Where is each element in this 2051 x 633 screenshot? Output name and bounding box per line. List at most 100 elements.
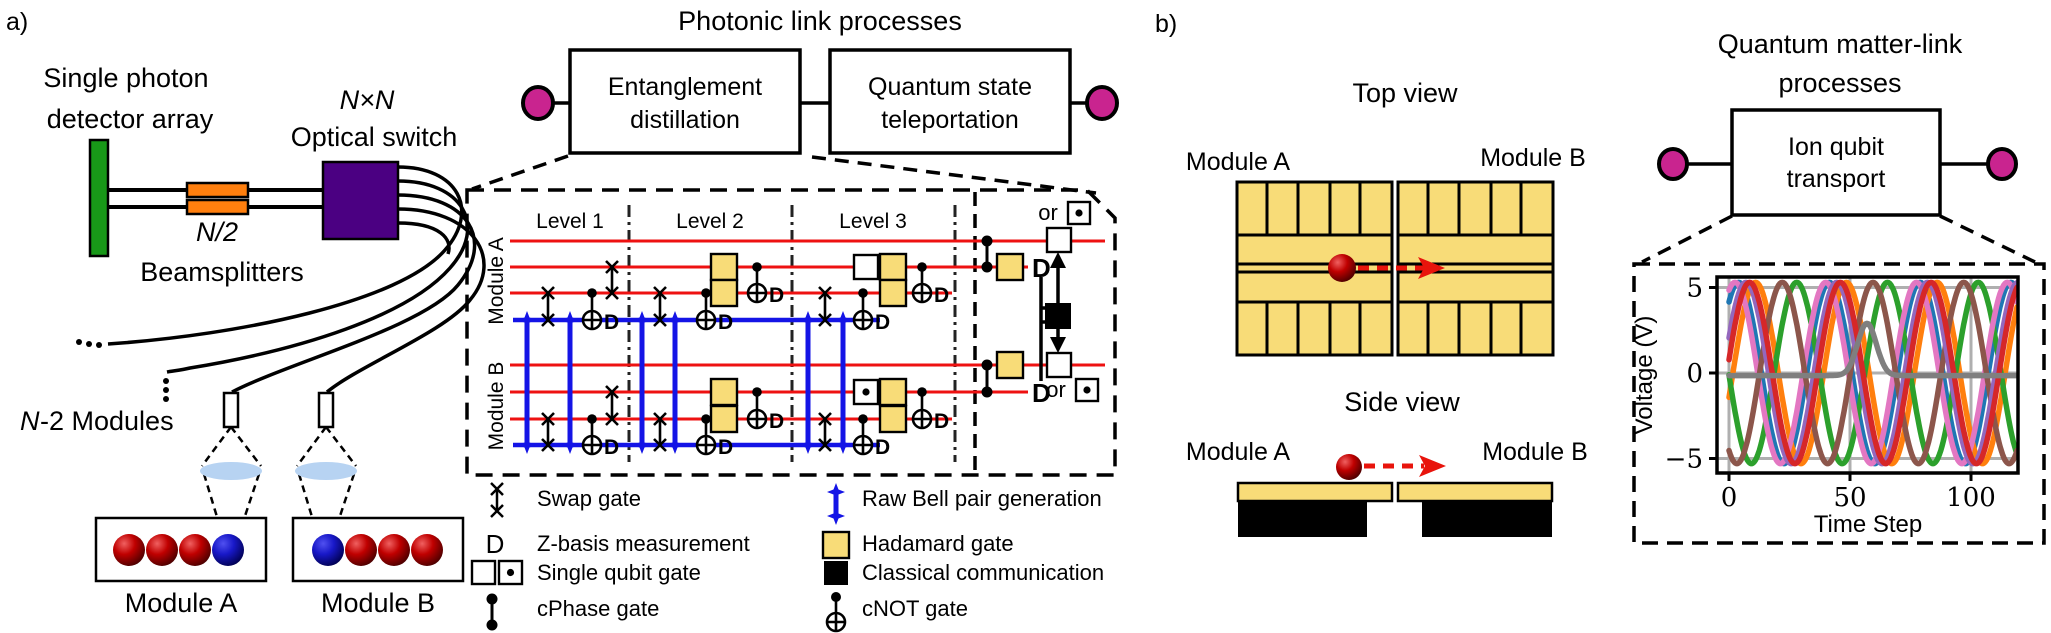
level-label: Level 1 [536, 210, 604, 233]
beamsplitter-top [185, 181, 250, 199]
z-measurement-label: D [604, 311, 619, 334]
z-measurement-label: D [718, 311, 733, 334]
raw-bell-pair [799, 311, 817, 454]
x-tick-label: 50 [1833, 483, 1866, 513]
lens-a [200, 462, 262, 480]
collimator-a [222, 391, 240, 429]
voltage-curve-green [1726, 279, 2018, 467]
z-measurement-label: D [769, 284, 784, 307]
swap-gate [818, 286, 832, 327]
raw-bell-pair [561, 311, 579, 454]
photon-port-left [521, 85, 555, 121]
legend: D Swap gate Z-basis measurement Single q… [470, 482, 1104, 633]
hadamard-gate [878, 377, 908, 407]
cnot-gate: D [581, 288, 619, 334]
single-photon-detector-array [88, 138, 110, 258]
detector-label-line1: Single photon [43, 63, 208, 93]
swap-gate [653, 412, 667, 452]
raw-bell-pair [666, 311, 684, 454]
hadamard-gate [709, 252, 739, 282]
swap-gate [653, 286, 667, 327]
z-measurement-label: D [934, 410, 949, 433]
plot-ylabel: Voltage (V) [1631, 316, 1658, 435]
plot-axes-frame [1715, 275, 2020, 475]
n-modules-label-rest: -2 Modules [40, 406, 174, 436]
z-measurement-label: D [875, 311, 890, 334]
beam-cone-a [200, 426, 262, 541]
matter-link-title-line1: Quantum matter-link [1718, 29, 1963, 59]
side-view-module-a-label: Module A [1186, 438, 1291, 466]
voltage-curves [1726, 279, 2018, 467]
top-view-module-b-label: Module B [1480, 144, 1586, 172]
transported-ion-top [1328, 254, 1356, 282]
z-measurement-icon: D [486, 529, 505, 559]
ion-qubit-transport-box [1730, 108, 1942, 217]
swap-gate [605, 260, 619, 300]
circuit-module-a-label: Module A [485, 237, 508, 325]
fiber-5 [397, 221, 451, 255]
single-qubit-gate [1045, 226, 1073, 254]
swap-gate [818, 412, 832, 452]
feedforward-arrowhead-up [1050, 252, 1066, 268]
level-label: Level 3 [839, 210, 907, 233]
ion-transport-arrowhead-side [1419, 455, 1446, 477]
switch-label-line1: N×N [340, 85, 395, 115]
panel-b-label: b) [1155, 10, 1177, 38]
cnot-gate: D [581, 414, 619, 459]
raw-bell-pair [633, 311, 651, 454]
module-a-label: Module A [125, 588, 238, 618]
swap-gate [541, 412, 555, 452]
hadamard-gate-icon [821, 530, 851, 560]
matter-port-left [1657, 147, 1689, 181]
fiber-3 [231, 193, 477, 394]
beamsplitter-bottom [185, 198, 250, 216]
or-label: or [1046, 377, 1066, 402]
z-measurement-label: D [718, 436, 733, 459]
or-label: or [1038, 200, 1058, 225]
single-qubit-gate-icon [470, 559, 524, 586]
optical-switch [321, 160, 400, 241]
cphase-gate-icon [486, 593, 498, 631]
top-view-title: Top view [1352, 78, 1458, 108]
cnot-gate: D [852, 414, 890, 459]
legend-swap-label: Swap gate [537, 486, 641, 511]
module-b-ions [312, 534, 443, 566]
hadamard-gate [709, 377, 739, 407]
switch-label-line2: Optical switch [291, 122, 458, 152]
y-tick-label: 5 [1686, 274, 1703, 304]
ion-transport-arrowhead-top [1418, 257, 1445, 279]
n-modules-label-n: N [20, 406, 40, 436]
single-qubit-gate [852, 253, 880, 281]
swap-gate-icon [490, 482, 504, 518]
cphase-gate [981, 235, 993, 273]
single-qubit-gate [1045, 351, 1073, 379]
plot-flare-right [1939, 214, 2036, 264]
side-view-title: Side view [1344, 387, 1460, 417]
side-chip-b [1396, 481, 1554, 537]
feedforward-arrowhead-down [1050, 337, 1066, 353]
fiber-4 [325, 207, 486, 394]
z-measurement-label: D [769, 410, 784, 433]
classical-feedforward [1039, 252, 1071, 381]
plot-dashed-box [1632, 262, 2046, 545]
cphase-gate [981, 359, 993, 398]
teleportation-label-line1: Quantum state [868, 73, 1032, 101]
z-measurement-label: D [875, 436, 890, 459]
distillation-label-line1: Entanglement [608, 73, 762, 101]
classical-wire [1039, 277, 1045, 381]
hadamard-gate [878, 278, 908, 308]
collimator-b [317, 391, 335, 429]
hadamard-gate [709, 278, 739, 308]
beamsplitters-label-line1: N/2 [196, 217, 238, 247]
transport-label-line1: Ion qubit [1788, 133, 1884, 161]
level-label: Level 2 [676, 210, 744, 233]
hadamard-gate [878, 252, 908, 282]
raw-bell-pair [518, 311, 536, 454]
voltage-curve-brown [1726, 279, 2018, 467]
or-alternative-gate-label: or [1038, 200, 1092, 226]
side-view-module-b-label: Module B [1482, 438, 1588, 466]
transported-ion-side [1336, 454, 1362, 480]
voltage-curve-gray [1726, 320, 2018, 379]
z-measurement-label: D [604, 436, 619, 459]
